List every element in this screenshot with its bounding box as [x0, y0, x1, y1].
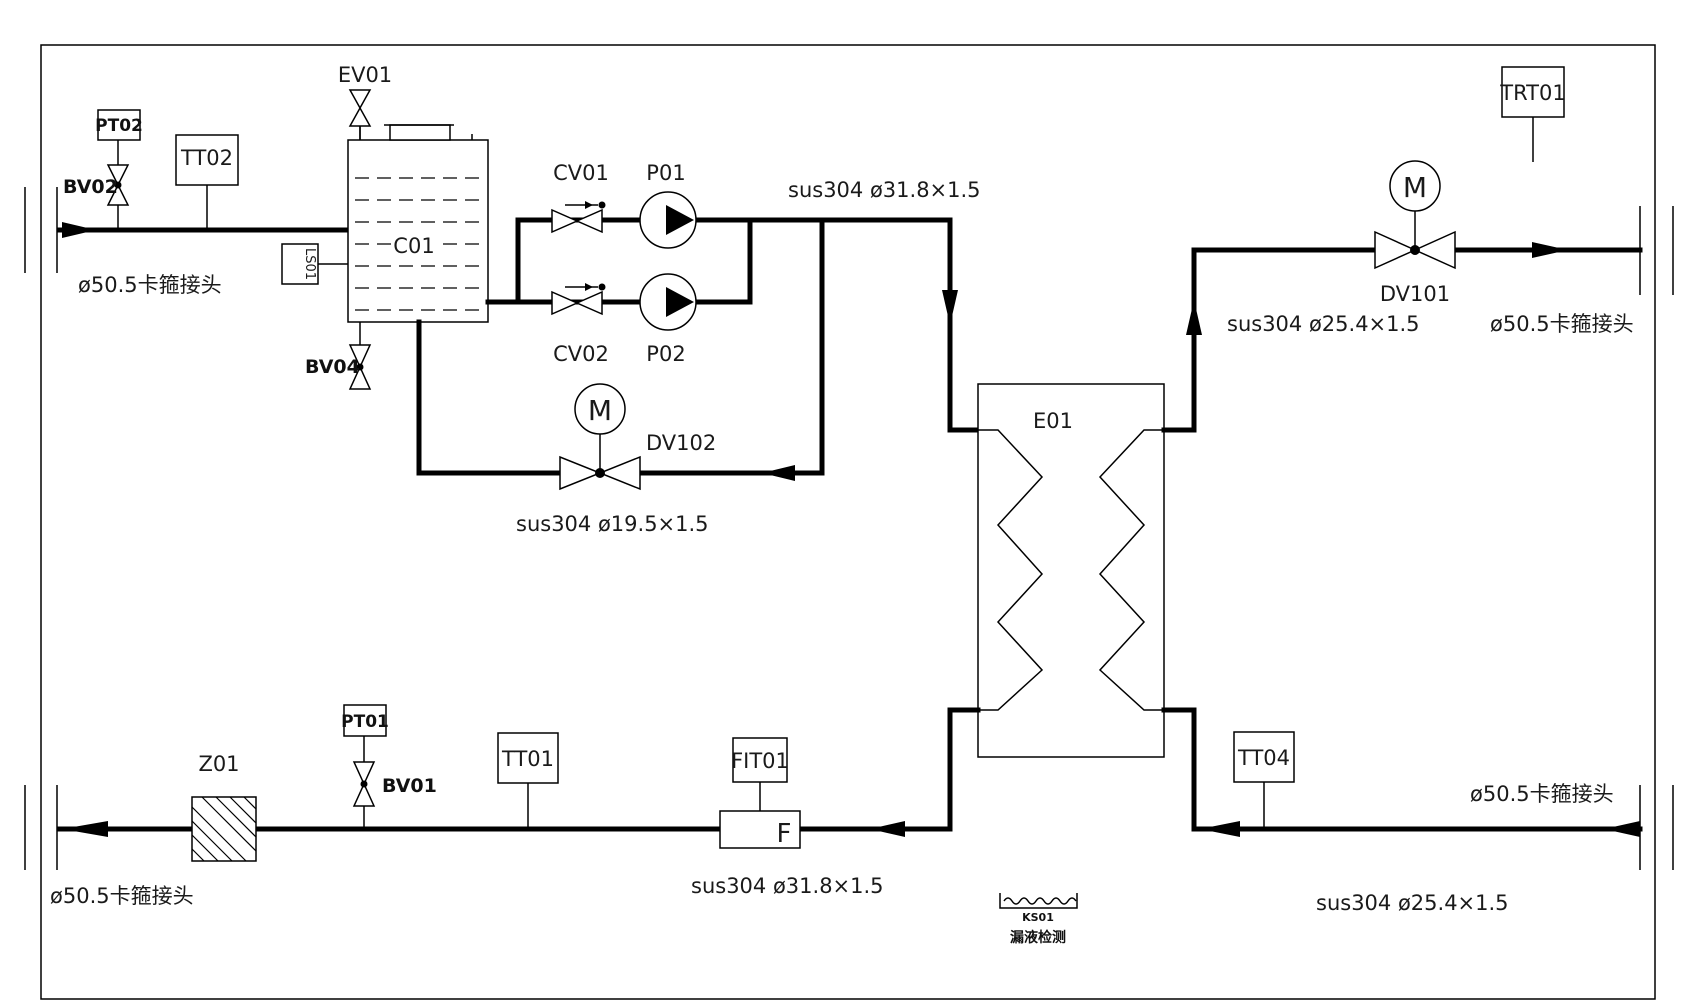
spec-bottom-right: sus304 ø25.4×1.5 [1316, 891, 1509, 915]
svg-text:C01: C01 [393, 234, 434, 258]
svg-text:FIT01: FIT01 [731, 749, 789, 773]
inlet-top-left [24, 187, 351, 273]
label-cv01: CV01 [553, 161, 609, 185]
connector-label-bottom-left: ø50.5卡箍接头 [50, 884, 194, 908]
instrument-tt02[interactable]: TT02 [175, 134, 239, 230]
instrument-pt02[interactable]: PT02 [95, 109, 143, 141]
label-bv02: BV02 [63, 176, 118, 198]
instrument-trt01[interactable]: TRT01 [1499, 66, 1566, 162]
motor-valve-dv102[interactable]: M [559, 383, 641, 491]
svg-text:M: M [588, 394, 612, 427]
valve-bv02[interactable] [106, 140, 130, 230]
svg-text:漏液检测: 漏液检测 [1010, 929, 1066, 946]
label-z01: Z01 [198, 752, 239, 776]
flow-arrow-icon [1200, 821, 1240, 837]
label-ev01: EV01 [338, 63, 392, 87]
flow-arrow-icon [1604, 821, 1640, 837]
leak-sensor-ks01[interactable]: KS01 漏液检测 [999, 893, 1078, 946]
label-p01: P01 [646, 161, 685, 185]
svg-text:LS01: LS01 [302, 248, 317, 280]
label-p02: P02 [646, 342, 685, 366]
instrument-ls01[interactable]: LS01 [281, 243, 348, 285]
svg-text:TRT01: TRT01 [1499, 81, 1565, 105]
pump-p01[interactable] [639, 191, 697, 249]
label-dv101: DV101 [1380, 282, 1450, 306]
pump-p02[interactable] [639, 273, 697, 331]
flow-arrow-icon [762, 465, 795, 481]
spec-main-top: sus304 ø31.8×1.5 [788, 178, 981, 202]
valve-ev01[interactable] [348, 89, 372, 140]
svg-text:TT02: TT02 [180, 146, 233, 170]
svg-text:TT01: TT01 [501, 747, 554, 771]
connector-label-bottom-right: ø50.5卡箍接头 [1470, 782, 1614, 806]
return-left-piping [24, 707, 981, 870]
heat-exchanger-e01[interactable]: E01 [977, 383, 1165, 758]
svg-text:PT02: PT02 [95, 116, 143, 136]
tank-c01[interactable]: C01 [347, 124, 489, 323]
label-bv01: BV01 [382, 775, 437, 797]
label-dv102: DV102 [646, 431, 716, 455]
motor-valve-dv101[interactable]: M [1374, 160, 1456, 270]
valve-bv01[interactable] [352, 736, 376, 829]
flow-arrow-icon [942, 290, 958, 325]
svg-text:TT04: TT04 [1237, 746, 1290, 770]
spec-bottom-mid: sus304 ø31.8×1.5 [691, 874, 884, 898]
instrument-pt01[interactable]: PT01 [341, 704, 389, 737]
spec-out-top: sus304 ø25.4×1.5 [1227, 312, 1420, 336]
flowmeter-fit01[interactable]: F FIT01 [719, 737, 801, 849]
label-bv04: BV04 [305, 356, 360, 378]
filter-z01[interactable] [191, 796, 257, 862]
connector-label-top-left: ø50.5卡箍接头 [78, 273, 222, 297]
return-right-piping [1161, 707, 1674, 870]
svg-text:M: M [1403, 171, 1427, 204]
svg-text:PT01: PT01 [341, 712, 389, 732]
flow-arrow-icon [1532, 242, 1568, 258]
flow-arrow-icon [62, 222, 96, 238]
svg-text:KS01: KS01 [1022, 911, 1054, 924]
supply-to-exchanger [942, 217, 981, 433]
connector-label-top-right: ø50.5卡箍接头 [1490, 312, 1634, 336]
label-cv02: CV02 [553, 342, 609, 366]
flow-arrow-icon [870, 821, 905, 837]
flow-arrow-icon [62, 821, 108, 837]
check-valve-cv01[interactable] [551, 201, 606, 234]
valve-bv04[interactable] [348, 322, 372, 390]
svg-text:E01: E01 [1033, 409, 1073, 433]
instrument-tt04[interactable]: TT04 [1233, 731, 1295, 829]
svg-text:F: F [777, 819, 792, 849]
flow-arrow-icon [1186, 300, 1202, 335]
spec-bypass: sus304 ø19.5×1.5 [516, 512, 709, 536]
drawing-border [40, 44, 1656, 1000]
pump-piping [485, 217, 953, 305]
instrument-tt01[interactable]: TT01 [497, 732, 559, 829]
check-valve-cv02[interactable] [551, 283, 606, 316]
